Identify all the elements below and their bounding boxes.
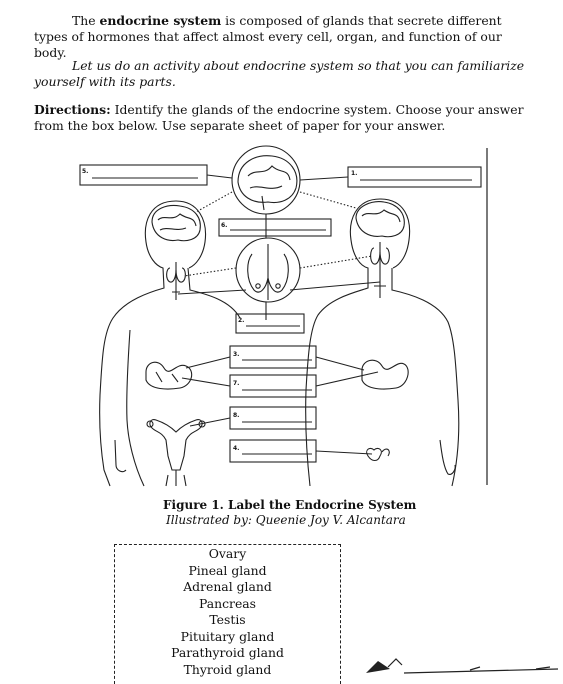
endocrine-term: endocrine system	[100, 13, 222, 28]
answer-item: Ovary	[114, 546, 341, 563]
label-5: 5.	[82, 168, 88, 175]
decor-corner	[360, 655, 563, 675]
label-6: 6.	[221, 222, 227, 229]
activity-paragraph: Let us do an activity about endocrine sy…	[34, 58, 534, 90]
answer-list: Ovary Pineal gland Adrenal gland Pancrea…	[114, 546, 341, 678]
answer-item: Testis	[114, 612, 341, 629]
figure-caption: Figure 1. Label the Endocrine System	[163, 498, 416, 512]
left-body-outline	[100, 201, 240, 486]
directions-label: Directions:	[34, 102, 111, 117]
intro-paragraph: The endocrine system is composed of glan…	[34, 13, 534, 61]
endocrine-diagram: 5. 1. 6. 2. 3. 7. 8. 4.	[0, 140, 563, 495]
answer-item: Parathyroid gland	[114, 645, 341, 662]
label-2: 2.	[238, 317, 244, 324]
label-7: 7.	[233, 380, 239, 387]
directions-paragraph: Directions: Identify the glands of the e…	[34, 102, 534, 134]
label-3: 3.	[233, 351, 239, 358]
right-body-outline	[306, 199, 459, 486]
figure-credit: Illustrated by: Queenie Joy V. Alcantara	[166, 513, 406, 527]
label-4: 4.	[233, 445, 239, 452]
answer-item: Pituitary gland	[114, 629, 341, 646]
answer-item: Adrenal gland	[114, 579, 341, 596]
label-8: 8.	[233, 412, 239, 419]
answer-item: Pineal gland	[114, 563, 341, 580]
answer-item: Pancreas	[114, 596, 341, 613]
answer-item: Thyroid gland	[114, 662, 341, 679]
label-1: 1.	[351, 170, 357, 177]
